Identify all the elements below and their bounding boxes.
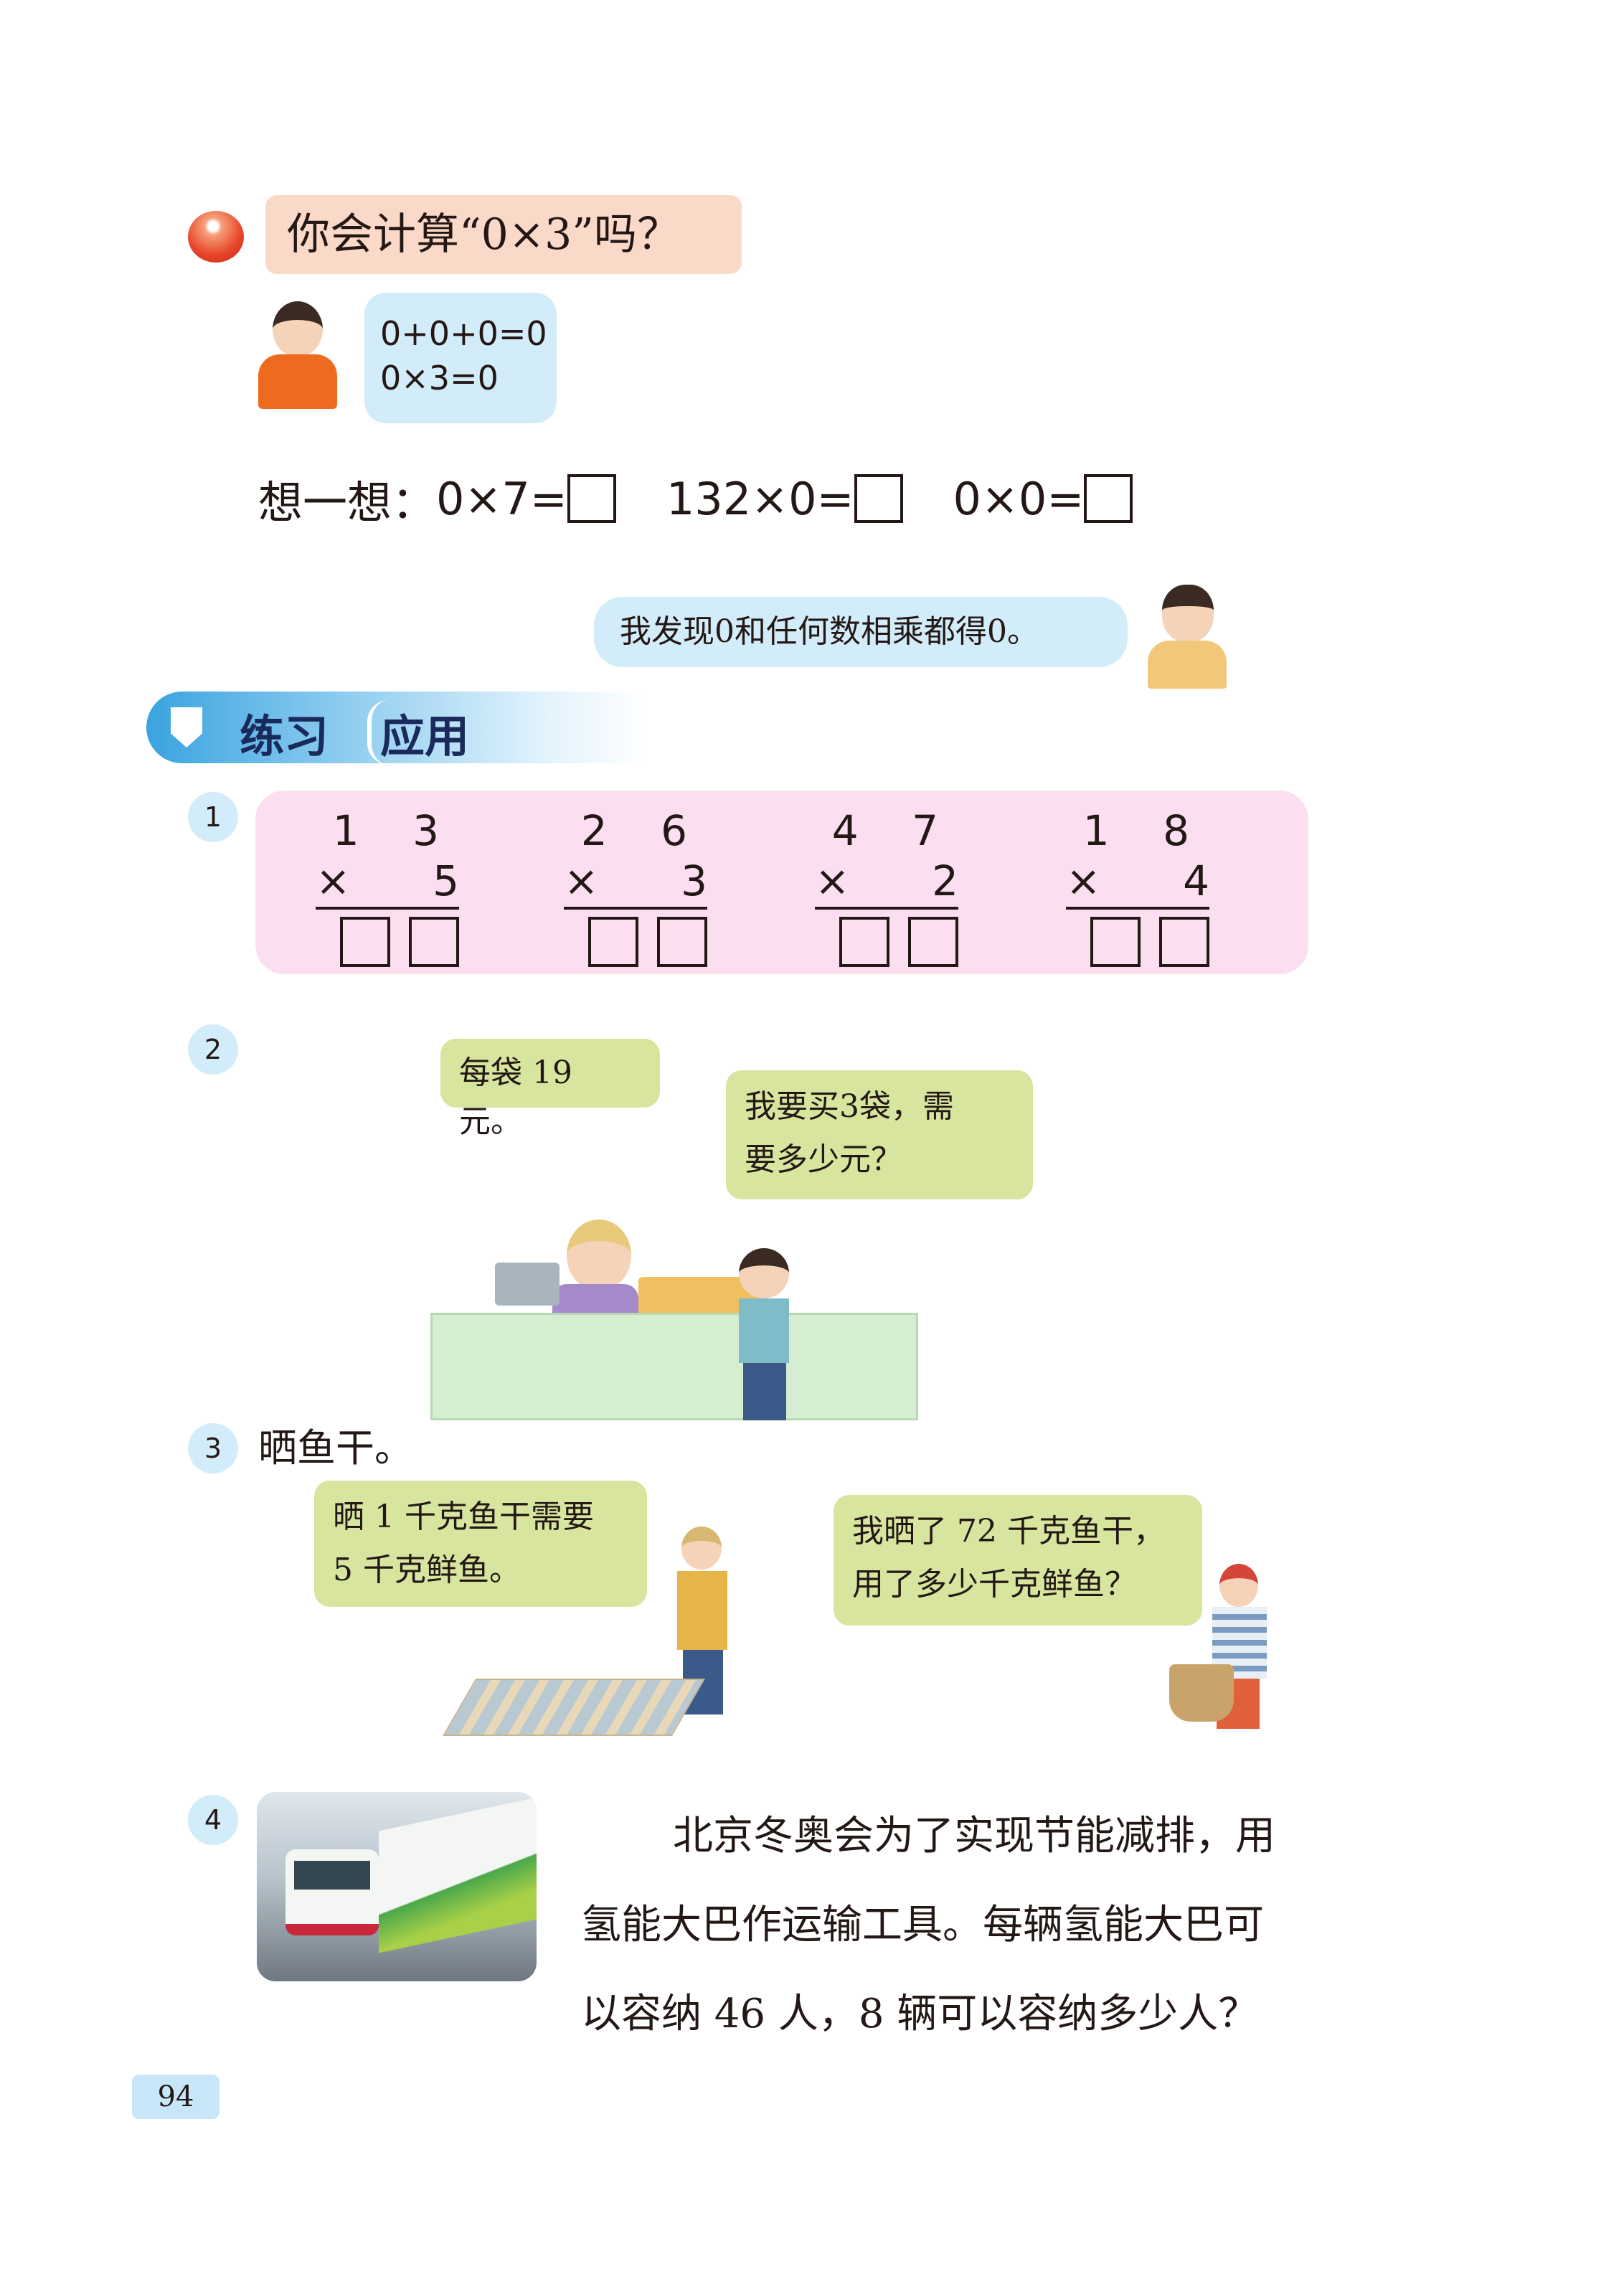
exercise-number-1: 1 (188, 792, 238, 842)
times-sign: × (564, 857, 599, 905)
answer-box[interactable] (1159, 917, 1209, 967)
bubble-line: 5 千克鲜鱼。 (333, 1552, 521, 1588)
bubble-line: 晒 1 千克鱼干需要 (333, 1499, 594, 1535)
answer-box[interactable] (839, 917, 889, 967)
right-speech-bubble: 我晒了 72 千克鱼干， 用了多少千克鲜鱼？ (834, 1495, 1202, 1626)
multiplication-panel: 1 3 × 5 2 6 × 3 4 7 × 2 1 8 × 4 (255, 791, 1308, 974)
text-line: 氢能大巴作运输工具。每辆氢能大巴可 (581, 1902, 1264, 1948)
seller-speech-bubble: 每袋 19 元。 (440, 1039, 660, 1140)
multiplier: 2 (932, 857, 958, 905)
practice-banner: 练习 应用 (146, 692, 648, 765)
drying-fish-rack (442, 1679, 706, 1736)
answer-box[interactable] (588, 917, 638, 967)
think-item: 132×0= (666, 472, 854, 525)
multiplicand: 4 7 (831, 806, 958, 855)
think-row: 想一想： 0×7= 132×0= 0×0= (258, 466, 1133, 531)
bubble-line: 要多少元？ (745, 1141, 902, 1178)
answer-box[interactable] (1084, 474, 1133, 523)
multiplicand: 1 8 (1082, 806, 1209, 855)
shop-counter-illustration (430, 1220, 918, 1420)
times-sign: × (316, 857, 351, 905)
girl-speech-bubble: 我发现0和任何数相乘都得0。 (594, 597, 1128, 667)
exercise-number-2: 2 (188, 1024, 238, 1075)
pencil-icon (171, 707, 202, 747)
hydrogen-bus-photo (257, 1792, 537, 1981)
think-label: 想一想： (258, 476, 437, 529)
red-ball-icon (188, 211, 244, 263)
page-number: 94 (132, 2075, 219, 2119)
exercise-3-title: 晒鱼干。 (258, 1425, 413, 1471)
section-title: 你会计算“0×3”吗？ (265, 195, 742, 274)
bubble-line: 我要买3袋，需 (745, 1088, 954, 1125)
banner-text-apply: 应用 (367, 700, 469, 765)
text-line: 以容纳 46 人，8 辆可以容纳多少人？ (581, 1991, 1259, 2037)
answer-box[interactable] (567, 474, 616, 523)
bubble-line: 0×3=0 (380, 359, 499, 397)
multiplier: 4 (1183, 857, 1209, 905)
answer-box[interactable] (340, 917, 390, 967)
left-speech-bubble: 晒 1 千克鱼干需要 5 千克鲜鱼。 (314, 1481, 647, 1607)
fish-seller-illustration (1169, 1557, 1298, 1736)
boy-speech-bubble: 0+0+0=0 0×3=0 (364, 293, 557, 423)
exercise-4-text: 北京冬奥会为了实现节能减排，用 氢能大巴作运输工具。每辆氢能大巴可 以容纳 46… (581, 1792, 1384, 2059)
think-item: 0×0= (953, 472, 1085, 525)
multiplier: 3 (681, 857, 707, 905)
vertical-problem: 1 8 × 4 (1066, 806, 1209, 967)
multiplicand: 1 3 (332, 806, 459, 855)
boy-speech-bubble: 我要买3袋，需 要多少元？ (726, 1070, 1033, 1199)
vertical-problem: 2 6 × 3 (564, 806, 707, 967)
answer-box[interactable] (908, 917, 958, 967)
times-sign: × (815, 857, 850, 905)
banner-text-practice: 练习 (240, 710, 329, 763)
vertical-problem: 4 7 × 2 (815, 806, 958, 967)
answer-box[interactable] (409, 917, 459, 967)
times-sign: × (1066, 857, 1101, 905)
multiplier: 5 (433, 857, 459, 905)
bubble-line: 0+0+0=0 (380, 314, 547, 353)
exercise-number-4: 4 (188, 1795, 238, 1845)
girl-illustration (1141, 585, 1234, 689)
bubble-line: 我晒了 72 千克鱼干， (852, 1513, 1165, 1549)
text-line: 北京冬奥会为了实现节能减排，用 (673, 1813, 1275, 1859)
answer-box[interactable] (1090, 917, 1141, 967)
vertical-problem: 1 3 × 5 (316, 806, 459, 967)
multiplicand: 2 6 (580, 806, 707, 855)
answer-box[interactable] (657, 917, 707, 967)
exercise-number-3: 3 (188, 1423, 238, 1473)
boy-illustration (251, 301, 344, 409)
think-item: 0×7= (436, 472, 567, 525)
answer-box[interactable] (854, 474, 903, 523)
bubble-line: 用了多少千克鲜鱼？ (852, 1566, 1136, 1603)
